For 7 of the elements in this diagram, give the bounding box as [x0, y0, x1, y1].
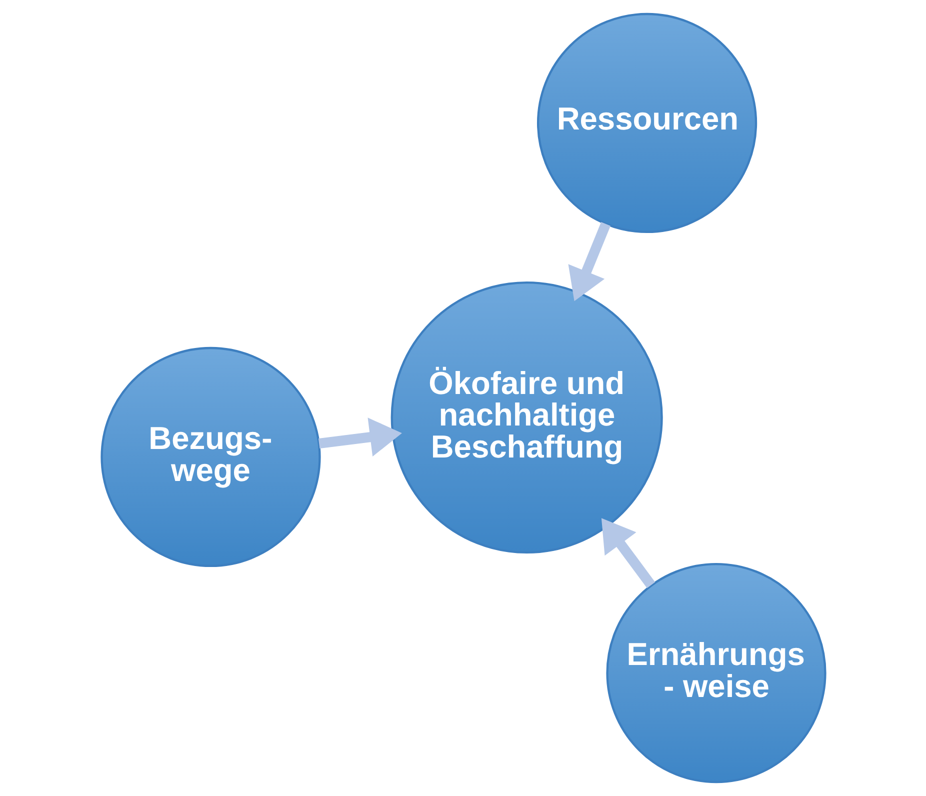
node-circle: Ernährungs - weise — [606, 562, 826, 784]
node-circle: Ökofaire und nachhaltige Beschaffung — [390, 281, 662, 554]
arrow — [318, 418, 402, 457]
arrow — [568, 222, 610, 302]
arrow — [600, 518, 655, 588]
node-circle: Ressourcen — [536, 12, 757, 234]
node-circle: Bezugs- wege — [100, 346, 320, 568]
